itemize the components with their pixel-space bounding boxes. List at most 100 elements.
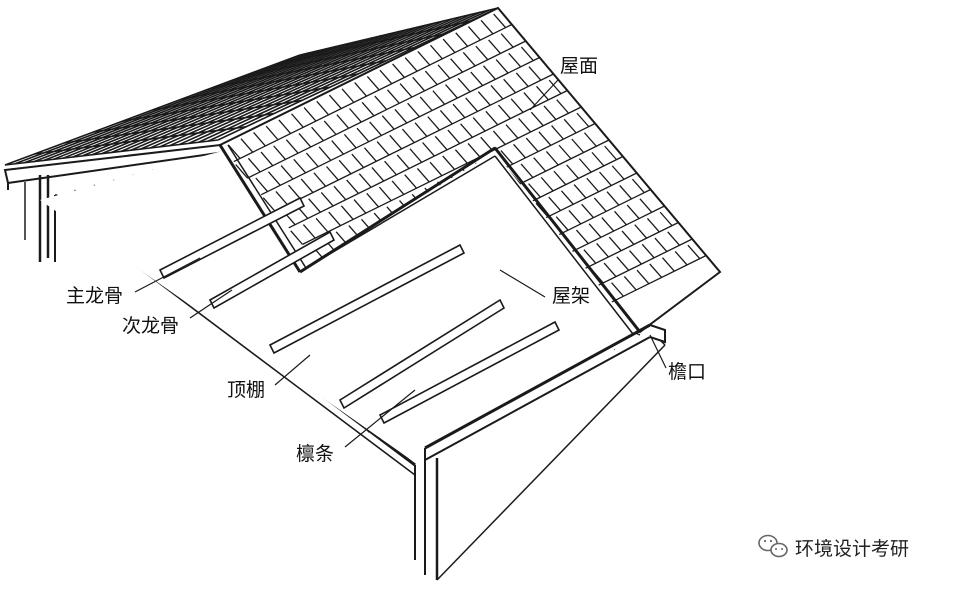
roof-tile-joint: [631, 178, 645, 194]
roof-tile-joint: [442, 38, 456, 53]
roof-slope-line: [4, 139, 219, 166]
roof-tile-joint: [260, 151, 274, 167]
roof-tile-joint: [566, 164, 579, 179]
roof-tile-joint: [611, 282, 624, 297]
roof-slope-line: [211, 46, 415, 89]
roof-tile-joint: [275, 191, 289, 206]
roof-tile-joint: [302, 224, 316, 239]
roof-tile-joint: [606, 191, 620, 206]
roof-tile-joint: [515, 72, 529, 87]
roof-tile-joint: [477, 91, 491, 106]
label-roof-truss: 屋架: [552, 285, 590, 307]
roof-tile-joint: [240, 138, 254, 153]
roof-tile-joint: [366, 75, 380, 91]
roof-tile-joint: [386, 89, 400, 104]
roof-slope-line: [122, 86, 331, 122]
roof-tile-joint: [510, 98, 524, 113]
roof-tile-joint: [376, 141, 390, 156]
roof-tile-joint: [687, 244, 701, 260]
roof-tile-joint: [545, 151, 559, 166]
roof-tile-joint: [378, 186, 392, 202]
roof-slope-line: [240, 33, 443, 78]
roof-tile-joint: [308, 198, 321, 213]
label-eave: 檐口: [668, 361, 706, 383]
roof-tile-joint: [430, 44, 443, 60]
roof-tile-joint: [262, 197, 276, 212]
roof-tile-joint: [412, 76, 426, 92]
roof-tile-joint: [326, 166, 339, 181]
roof-tile-joint: [384, 160, 397, 176]
roof-tile-joint: [407, 102, 420, 118]
roof-tile-joint: [285, 139, 299, 154]
roof-tile-joint: [626, 204, 640, 219]
roof-tile-joint: [548, 196, 562, 211]
roof-tile-joint: [351, 153, 365, 169]
roof-tile-joint: [523, 92, 537, 107]
roof-tile-joint: [379, 69, 393, 85]
roof-tile-joint: [409, 148, 423, 163]
roof-tile-joint: [247, 157, 261, 173]
roof-tile-joint: [455, 32, 469, 47]
roof-tile-joint: [374, 95, 388, 110]
roof-tile-joint: [528, 183, 541, 198]
roof-tile-joint: [465, 97, 479, 112]
roof-tile-joint: [508, 52, 522, 68]
roof-tile-joint: [659, 211, 673, 227]
roof-slope-line: [299, 7, 499, 56]
roof-tile-joint: [278, 119, 292, 134]
roof-tile-joint: [493, 13, 507, 29]
roof-tile-joint: [623, 276, 637, 291]
roof-tile-joint: [563, 118, 577, 134]
roof-tile-joint: [416, 167, 430, 183]
roof-tile-joint: [442, 155, 456, 170]
roof-tile-joint: [316, 100, 330, 116]
roof-tile-joint: [371, 167, 385, 182]
roof-tile-joint: [525, 137, 539, 153]
roof-cutout-edge: [218, 144, 642, 335]
purlin-bars: [158, 196, 561, 425]
roof-tile-joint: [392, 63, 405, 78]
roof-tile-joint: [396, 154, 410, 169]
roof-tile-joint: [340, 205, 354, 220]
roof-tile-joint: [575, 229, 589, 244]
roof-tile-joint: [555, 216, 569, 231]
label-secondary-keel: 次龙骨: [122, 315, 179, 337]
roof-tile-joint: [503, 78, 517, 94]
roof-tile-joint: [447, 129, 461, 144]
roof-slope-line: [63, 112, 275, 144]
roof-tile-joint: [548, 79, 562, 95]
purlin: [208, 230, 336, 310]
roof-tile-joint: [649, 263, 663, 278]
roof-tile-joint: [596, 243, 609, 258]
roof-tile-joint: [500, 33, 514, 48]
roof-tile-joint: [475, 45, 489, 61]
roof-tile-joint: [480, 19, 494, 35]
roof-tile-joint: [305, 152, 319, 168]
roof-tile-joint: [581, 203, 594, 219]
wechat-icon: [758, 534, 788, 558]
roof-tile-joint: [331, 140, 344, 155]
roof-slope-line: [181, 60, 387, 100]
label-purlin: 檩条: [296, 443, 334, 465]
roof-tile-joint: [485, 110, 499, 126]
roof-tile-joint: [293, 158, 307, 174]
roof-tile-joint: [255, 177, 269, 192]
roof-tile-joint: [414, 122, 428, 137]
roof-tile-joint: [429, 161, 443, 177]
roof-tile-joint: [540, 176, 554, 192]
roof-tile-joint: [341, 88, 355, 103]
roof-tile-joint: [434, 135, 448, 151]
leader-lines: [134, 79, 667, 448]
roof-tile-joint: [369, 121, 382, 136]
roof-tile-joint: [399, 83, 413, 98]
roof-tile-joint: [674, 250, 688, 266]
roof-tile-joint: [290, 230, 303, 245]
roof-tile-joint: [346, 179, 359, 194]
roof-tile-joint: [336, 114, 350, 129]
roof-tile-joint: [604, 145, 618, 161]
roof-tile-joint: [639, 198, 653, 213]
roof-tile-course: [260, 56, 540, 196]
roof-tile-joint: [530, 111, 544, 127]
roof-tile-joint: [354, 82, 367, 97]
roof-tile-joint: [591, 151, 605, 167]
